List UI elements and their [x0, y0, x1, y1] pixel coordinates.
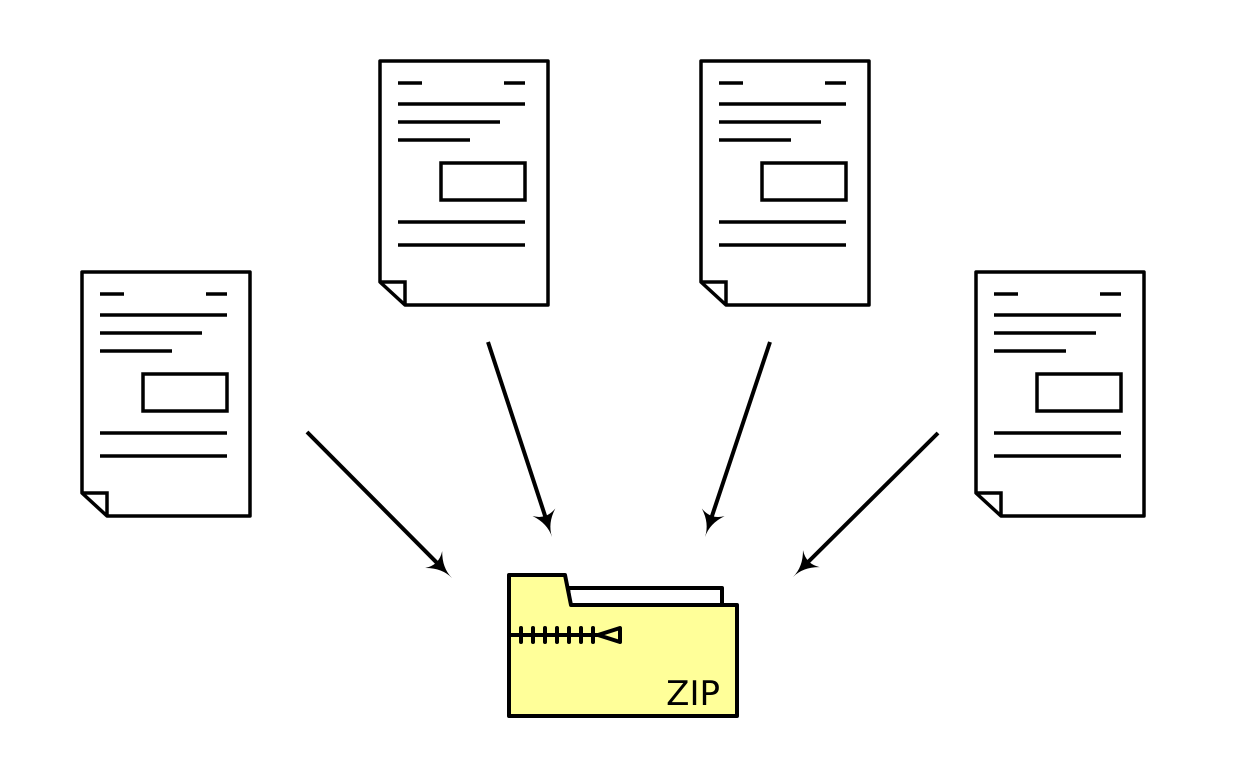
arrowhead	[793, 550, 820, 577]
arrowhead	[532, 508, 556, 537]
zipper-icon	[507, 626, 622, 644]
document-4-icon	[974, 270, 1146, 518]
page-outline	[378, 59, 550, 307]
image-box	[760, 161, 848, 202]
zip-folder-icon: ZIP	[507, 573, 739, 718]
image-box	[439, 161, 527, 202]
page-outline	[699, 59, 871, 307]
arrowhead	[425, 551, 452, 578]
page-outline	[974, 270, 1146, 518]
arrow-1	[305, 430, 452, 578]
document-2-icon	[378, 59, 550, 307]
document-1-icon	[80, 270, 252, 518]
arrow-4	[793, 431, 940, 577]
zip-label: ZIP	[666, 674, 720, 714]
arrow-2	[486, 341, 556, 537]
image-box	[1035, 372, 1123, 413]
page-fold	[976, 491, 1003, 516]
page-fold	[82, 491, 109, 516]
arrow-3	[701, 341, 772, 537]
page-fold	[380, 280, 407, 305]
image-box	[141, 372, 229, 413]
page-outline	[80, 270, 252, 518]
document-3-icon	[699, 59, 871, 307]
arrowhead	[701, 508, 725, 537]
page-fold	[701, 280, 728, 305]
folder-body	[507, 573, 739, 718]
